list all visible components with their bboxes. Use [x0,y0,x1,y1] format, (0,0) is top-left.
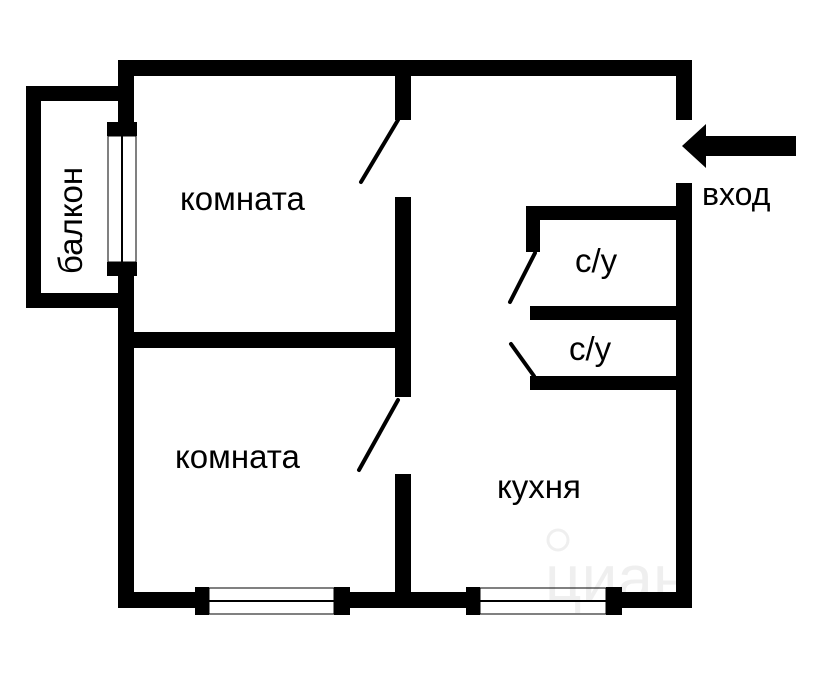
wall-wc-middle [530,306,692,320]
window-balcony [107,122,137,276]
wall-wc-top-stub [526,206,540,252]
room2-label: комната [175,438,300,475]
door-wc2 [509,342,536,378]
wall-bottom-3 [606,592,692,608]
wall-wc-bottom [530,376,692,390]
door-room1 [359,118,400,184]
wc2-label: с/у [569,330,612,367]
watermark: циан [545,528,688,614]
door-room2 [357,398,400,472]
map-pin-icon [546,528,570,552]
wall-balcony-left [26,86,41,308]
wc1-label: с/у [575,242,618,279]
balcony-label: балкон [52,167,89,274]
wall-right-lower [676,183,692,608]
window-room2 [195,587,350,615]
entrance-label: вход [702,176,771,212]
doors [357,118,537,472]
wall-center-2 [395,197,411,397]
wall-rooms-divider [118,332,411,348]
door-wc1 [508,251,537,304]
watermark-text: циан [545,542,688,614]
wall-balcony-bottom [26,293,134,308]
wall-center-1 [395,60,411,120]
wall-right-upper [676,60,692,120]
walls [26,60,692,608]
window-kitchen [466,587,622,615]
wall-balcony-top [26,86,134,101]
wall-bottom-1 [118,592,208,608]
kitchen-label: кухня [497,468,581,505]
room1-label: комната [180,180,305,217]
wall-center-3 [395,474,411,608]
arrow-left-icon [682,124,796,168]
wall-wc-top [528,206,692,220]
